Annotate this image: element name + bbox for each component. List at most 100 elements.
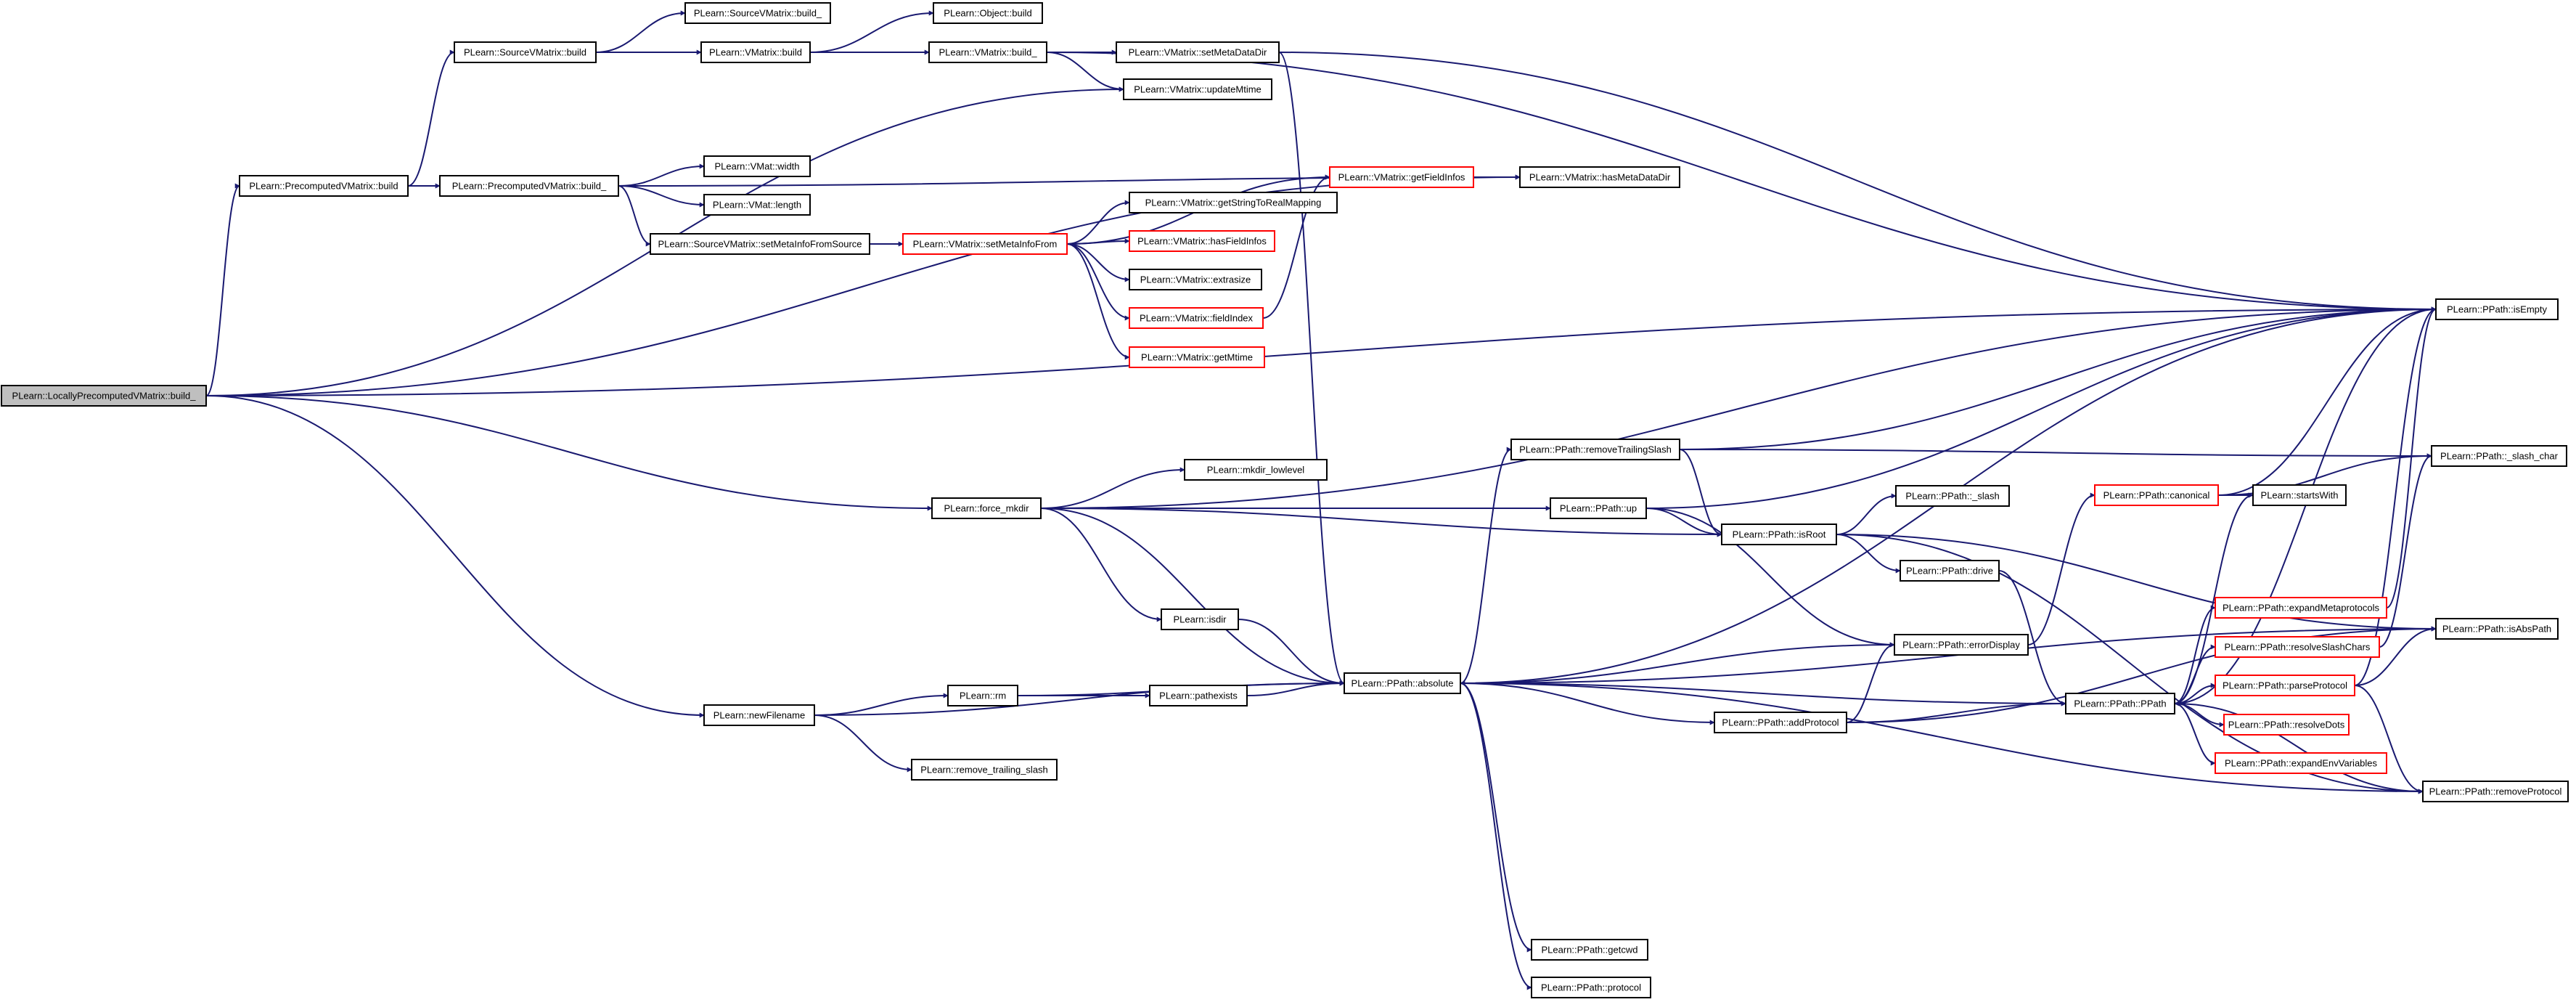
node-vmat-width[interactable]: PLearn::VMat::width bbox=[703, 155, 811, 177]
node-pp-errordisplay[interactable]: PLearn::PPath::errorDisplay bbox=[1894, 634, 2029, 656]
node-box bbox=[439, 175, 619, 197]
node-vm-build[interactable]: PLearn::VMatrix::build bbox=[700, 41, 811, 63]
edge-pp_addprotocol-to-pp_isabspath bbox=[1846, 626, 2437, 723]
node-pp-isabspath[interactable]: PLearn::PPath::isAbsPath bbox=[2435, 618, 2559, 640]
node-label: PLearn::PPath::up bbox=[1560, 503, 1637, 514]
node-box bbox=[1550, 497, 1647, 519]
node-label: PLearn::PPath::removeTrailingSlash bbox=[1519, 444, 1672, 455]
node-pp-resolveslashchars[interactable]: PLearn::PPath::resolveSlashChars bbox=[2215, 636, 2380, 658]
edge-pp_up-to-pp_isempty bbox=[1645, 306, 2437, 509]
edge-pp_errordisplay-to-pp_absolute bbox=[1460, 644, 1895, 686]
node-pp-removetrailingslash[interactable]: PLearn::PPath::removeTrailingSlash bbox=[1510, 439, 1680, 460]
edge-pp_absolute-to-pp_addprotocol bbox=[1460, 683, 1715, 725]
node-pvm-build-[interactable]: PLearn::PrecomputedVMatrix::build_ bbox=[439, 175, 619, 197]
node-svm-build-[interactable]: PLearn::SourceVMatrix::build_ bbox=[684, 2, 831, 24]
node-pp-isroot[interactable]: PLearn::PPath::isRoot bbox=[1721, 524, 1837, 545]
node-pp-pppath[interactable]: PLearn::PPath::PPath bbox=[2065, 693, 2175, 714]
edge-vm_build_-to-pp_isempty bbox=[1046, 52, 2437, 312]
node-vm-setmetadatadir[interactable]: PLearn::VMatrix::setMetaDataDir bbox=[1116, 41, 1280, 63]
node-rm[interactable]: PLearn::rm bbox=[947, 685, 1018, 706]
node-pp-absolute[interactable]: PLearn::PPath::absolute bbox=[1344, 672, 1461, 694]
node-label: PLearn::VMatrix::build bbox=[709, 47, 802, 58]
edge-vm_setmetainfofrom-to-vm_fieldindex bbox=[1066, 243, 1130, 321]
node-box bbox=[1895, 485, 2010, 507]
node-box bbox=[1, 385, 207, 407]
node-box bbox=[1894, 634, 2029, 656]
node-label: PLearn::PPath::errorDisplay bbox=[1902, 640, 2020, 651]
node-box bbox=[1161, 608, 1239, 630]
node-pp-expandmetaprotocols[interactable]: PLearn::PPath::expandMetaprotocols bbox=[2215, 597, 2387, 619]
node-pp-getcwd[interactable]: PLearn::PPath::getcwd bbox=[1531, 939, 1648, 961]
node-pp-up[interactable]: PLearn::PPath::up bbox=[1550, 497, 1647, 519]
node-root[interactable]: PLearn::LocallyPrecomputedVMatrix::build… bbox=[1, 385, 207, 407]
edge-newfilename-to-remove_trailing_slash bbox=[814, 714, 912, 773]
node-vm-build-[interactable]: PLearn::VMatrix::build_ bbox=[928, 41, 1047, 63]
node-label: PLearn::SourceVMatrix::build_ bbox=[694, 8, 822, 19]
node-label: PLearn::PPath::isEmpty bbox=[2447, 304, 2548, 315]
node-remove-trailing-slash[interactable]: PLearn::remove_trailing_slash bbox=[911, 759, 1058, 781]
node-svm-build[interactable]: PLearn::SourceVMatrix::build bbox=[454, 41, 597, 63]
node-box bbox=[2094, 484, 2219, 506]
node-pp-protocol[interactable]: PLearn::PPath::protocol bbox=[1531, 977, 1651, 998]
node-pp-expandenvvariables[interactable]: PLearn::PPath::expandEnvVariables bbox=[2215, 752, 2387, 774]
node-pp-removeprotocol[interactable]: PLearn::PPath::removeProtocol bbox=[2422, 781, 2569, 802]
edge-vm_fieldindex-to-vm_getfieldinfos bbox=[1262, 174, 1330, 319]
node-label: PLearn::VMatrix::updateMtime bbox=[1134, 84, 1262, 95]
node-label: PLearn::VMatrix::hasMetaDataDir bbox=[1529, 172, 1671, 183]
node-pp-canonical[interactable]: PLearn::PPath::canonical bbox=[2094, 484, 2219, 506]
node-pp-isempty[interactable]: PLearn::PPath::isEmpty bbox=[2435, 298, 2559, 320]
node-pvm-build[interactable]: PLearn::PrecomputedVMatrix::build bbox=[239, 175, 409, 197]
node-vmat-length[interactable]: PLearn::VMat::length bbox=[703, 194, 811, 216]
node-label: PLearn::VMatrix::setMetaDataDir bbox=[1129, 47, 1267, 58]
node-pp-addprotocol[interactable]: PLearn::PPath::addProtocol bbox=[1714, 712, 1847, 733]
edge-pp_pppath-to-pp_expandenvvariables bbox=[2174, 703, 2216, 766]
edge-pathexists-to-pp_absolute bbox=[1246, 680, 1345, 696]
node-pp-slash-char[interactable]: PLearn::PPath::_slash_char bbox=[2431, 445, 2567, 467]
node-label: PLearn::PPath::canonical bbox=[2103, 490, 2210, 501]
node-pp-slash[interactable]: PLearn::PPath::_slash bbox=[1895, 485, 2010, 507]
edge-root-to-pvm_build bbox=[205, 183, 240, 396]
edge-vm_setmetainfofrom-to-vm_extrasize bbox=[1066, 243, 1130, 282]
node-vm-getstringtoreal[interactable]: PLearn::VMatrix::getStringToRealMapping bbox=[1129, 192, 1338, 213]
node-vm-extrasize[interactable]: PLearn::VMatrix::extrasize bbox=[1129, 269, 1262, 290]
node-vm-hasmetadatadir[interactable]: PLearn::VMatrix::hasMetaDataDir bbox=[1519, 166, 1680, 188]
node-vm-getmtime[interactable]: PLearn::VMatrix::getMtime bbox=[1129, 346, 1265, 368]
node-vm-updatemtime[interactable]: PLearn::VMatrix::updateMtime bbox=[1123, 78, 1272, 100]
node-vm-getfieldinfos[interactable]: PLearn::VMatrix::getFieldInfos bbox=[1329, 166, 1474, 188]
node-obj-build[interactable]: PLearn::Object::build bbox=[933, 2, 1043, 24]
node-startswith[interactable]: PLearn::startsWith bbox=[2252, 484, 2347, 506]
node-pp-parseprotocol[interactable]: PLearn::PPath::parseProtocol bbox=[2215, 675, 2355, 696]
edge-pp_parseprotocol-to-pp_isempty bbox=[2354, 306, 2437, 686]
edge-pp_removeprotocol-to-pp_pppath bbox=[2174, 701, 2424, 792]
edge-pp_absolute-to-pp_protocol bbox=[1460, 683, 1532, 990]
node-box bbox=[2215, 752, 2387, 774]
edge-vm_build-to-obj_build bbox=[809, 10, 934, 53]
node-box bbox=[2431, 445, 2567, 467]
edge-vm_setmetadatadir-to-pp_absolute bbox=[1278, 52, 1345, 686]
edge-pp_resolveslashchars-to-pp_slash_char bbox=[2379, 453, 2432, 648]
node-box bbox=[902, 233, 1068, 255]
node-force-mkdir[interactable]: PLearn::force_mkdir bbox=[931, 497, 1042, 519]
node-pp-drive[interactable]: PLearn::PPath::drive bbox=[1900, 560, 2000, 582]
node-label: PLearn::PPath::protocol bbox=[1541, 982, 1641, 993]
node-label: PLearn::PPath::isAbsPath bbox=[2442, 624, 2551, 635]
node-label: PLearn::VMatrix::getStringToRealMapping bbox=[1145, 197, 1322, 208]
node-newfilename[interactable]: PLearn::newFilename bbox=[703, 704, 815, 726]
edge-pp_absolute-to-pp_isabspath bbox=[1460, 626, 2437, 684]
edge-vm_setmetadatadir-to-pp_isempty bbox=[1278, 52, 2437, 312]
node-label: PLearn::PPath::absolute bbox=[1352, 678, 1454, 689]
node-label: PLearn::Object::build bbox=[944, 8, 1031, 19]
node-mkdir-lowlevel[interactable]: PLearn::mkdir_lowlevel bbox=[1184, 459, 1328, 481]
node-vm-fieldindex[interactable]: PLearn::VMatrix::fieldIndex bbox=[1129, 307, 1264, 329]
node-box bbox=[2215, 675, 2355, 696]
node-pathexists[interactable]: PLearn::pathexists bbox=[1149, 685, 1248, 706]
node-isdir[interactable]: PLearn::isdir bbox=[1161, 608, 1239, 630]
edge-pp_absolute-to-pp_removetrailingslash bbox=[1460, 447, 1512, 684]
node-box bbox=[1344, 672, 1461, 694]
node-vm-setmetainfofrom[interactable]: PLearn::VMatrix::setMetaInfoFrom bbox=[902, 233, 1068, 255]
node-vm-hasfieldinfos[interactable]: PLearn::VMatrix::hasFieldInfos bbox=[1129, 230, 1275, 252]
node-svm-setmetainfo[interactable]: PLearn::SourceVMatrix::setMetaInfoFromSo… bbox=[650, 233, 870, 255]
edge-svm_build-to-svm_build_ bbox=[595, 10, 686, 53]
node-pp-resolvedots[interactable]: PLearn::PPath::resolveDots bbox=[2223, 714, 2350, 736]
edge-pp_parseprotocol-to-pp_removeprotocol bbox=[2354, 685, 2424, 794]
